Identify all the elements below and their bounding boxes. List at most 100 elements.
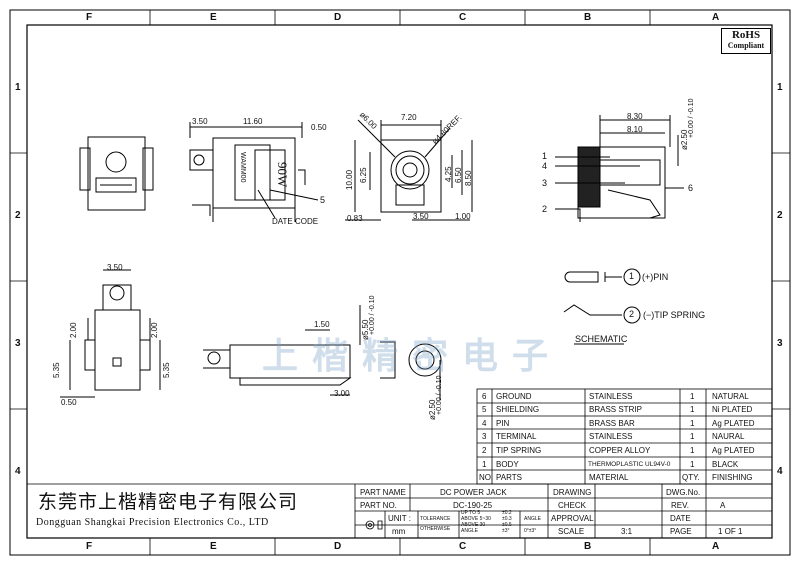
zone-label-side: 1 — [777, 82, 783, 93]
bom-finish: NATURAL — [712, 392, 749, 401]
callout-5: 5 — [320, 195, 326, 205]
dim-2-00a: 2.00 — [69, 322, 78, 338]
tol-2-50b: +0.00 / -0.10 — [436, 375, 443, 415]
part-name: DC POWER JACK — [440, 488, 507, 497]
bom-no: 4 — [482, 419, 487, 428]
bom-finish: Ag PLATED — [712, 419, 755, 428]
bom-no: 5 — [482, 405, 487, 414]
bom-material: COPPER ALLOY — [589, 446, 651, 455]
dim-8-10: 8.10 — [627, 125, 643, 134]
zone-label-side: 3 — [15, 338, 21, 349]
code-90w: 90W — [275, 162, 290, 188]
bom-no: 6 — [482, 392, 487, 401]
side-view — [189, 122, 319, 222]
callout-6: 6 — [688, 183, 694, 193]
callout-2: 2 — [542, 204, 548, 214]
dim-3-50: 3.50 — [192, 117, 208, 126]
unit-value: mm — [392, 527, 406, 536]
bom-grid — [476, 388, 773, 485]
dim-5-35b: 5.35 — [162, 362, 171, 378]
dim-7-20: 7.20 — [401, 113, 417, 122]
tol-r3: ABOVE 30 — [461, 522, 486, 528]
dwg-no-label: DWG.No. — [666, 488, 701, 497]
zone-label-top: F — [86, 12, 93, 23]
drawing-label: DRAWING — [553, 488, 592, 497]
bom-finish: NAURAL — [712, 432, 745, 441]
approval-label: APPROVAL — [551, 514, 594, 523]
tol-v2: ±0.3 — [502, 516, 512, 522]
bom-qty: 1 — [690, 405, 695, 414]
dim-3-50b: 3.50 — [413, 212, 429, 221]
zone-label-top: B — [584, 12, 592, 23]
tol-v1: ±0.2 — [502, 510, 512, 516]
bom-part: SHIELDING — [496, 405, 540, 414]
angle-label: ANGLE — [524, 516, 541, 522]
dim-1-00: 1.00 — [455, 212, 471, 221]
bom-header-part: PARTS — [496, 473, 522, 482]
watermark: 上楷精密电子 — [262, 335, 563, 376]
bom-finish: BLACK — [712, 460, 739, 469]
bom-header-finish: FINISHING — [712, 473, 753, 482]
zone-label-bottom: B — [584, 541, 592, 552]
schematic-num-1: 1 — [629, 271, 635, 281]
zone-label-top: C — [459, 12, 467, 23]
bom-qty: 1 — [690, 460, 695, 469]
zone-label-side: 1 — [15, 82, 21, 93]
tol-label: TOLERANCE — [420, 516, 451, 522]
face-view — [345, 119, 473, 221]
rohs-subtitle: Compliant — [727, 41, 765, 50]
unit-label: UNIT : — [388, 514, 411, 523]
dim-11-60: 11.60 — [243, 117, 263, 126]
bom-qty: 1 — [690, 392, 695, 401]
rohs-badge: RoHS Compliant — [721, 28, 771, 54]
bom-part: TIP SPRING — [496, 446, 542, 455]
bom-qty: 1 — [690, 446, 695, 455]
zone-label-bottom: E — [210, 541, 217, 552]
zone-label-bottom: C — [459, 541, 467, 552]
tol-v3: ±0.5 — [502, 522, 512, 528]
bom-part: PIN — [496, 419, 510, 428]
bom-material: THERMOPLASTIC UL94V-0 — [588, 461, 671, 468]
part-no: DC-190-25 — [453, 501, 493, 510]
zone-label-side: 4 — [15, 466, 21, 477]
tol-r4: ANGLE — [461, 528, 478, 534]
section-view — [555, 115, 684, 222]
tol-other: OTHERWISE — [420, 526, 451, 532]
bom-finish: Ag PLATED — [712, 446, 755, 455]
schematic-symbols — [563, 268, 641, 345]
dim-3-50c: 3.50 — [107, 263, 123, 272]
zone-label-top: D — [334, 12, 342, 23]
company-name-en: Dongguan Shangkai Precision Electronics … — [36, 517, 269, 528]
bom-no: 3 — [482, 432, 487, 441]
part-name-label: PART NAME — [360, 488, 406, 497]
scale-value: 3:1 — [621, 527, 633, 536]
dim-0-50: 0.50 — [311, 123, 327, 132]
date-code-label: DATE CODE — [272, 217, 319, 226]
bom-header-no: NO. — [479, 473, 494, 482]
date-label: DATE — [670, 514, 691, 523]
bom-material: BRASS STRIP — [589, 405, 642, 414]
front-view — [79, 136, 154, 211]
bom-no: 2 — [482, 446, 487, 455]
dim-1-50: 1.50 — [314, 320, 330, 329]
callout-3: 3 — [542, 178, 548, 188]
dim-8-30: 8.30 — [627, 112, 643, 121]
zone-label-top: A — [712, 12, 720, 23]
company-name-cn: 东莞市上楷精密电子有限公司 — [38, 492, 299, 513]
bom-material: STAINLESS — [589, 392, 633, 401]
rev-value: A — [720, 501, 726, 510]
tol-r2: ABOVE 5~30 — [461, 516, 491, 522]
bom-part: TERMINAL — [496, 432, 537, 441]
bom-material: BRASS BAR — [589, 419, 635, 428]
bom-part: GROUND — [496, 392, 532, 401]
bom-material: STAINLESS — [589, 432, 633, 441]
callout-4: 4 — [542, 161, 548, 171]
bom-qty: 1 — [690, 432, 695, 441]
dim-8-50: 8.50 — [464, 170, 473, 186]
zone-label-top: E — [210, 12, 217, 23]
long-view — [203, 305, 442, 400]
page-value: 1 OF 1 — [718, 527, 743, 536]
tol-5-50: +0.00 / -0.10 — [369, 295, 376, 335]
zone-label-side: 2 — [15, 210, 21, 221]
title-grid — [27, 483, 772, 538]
